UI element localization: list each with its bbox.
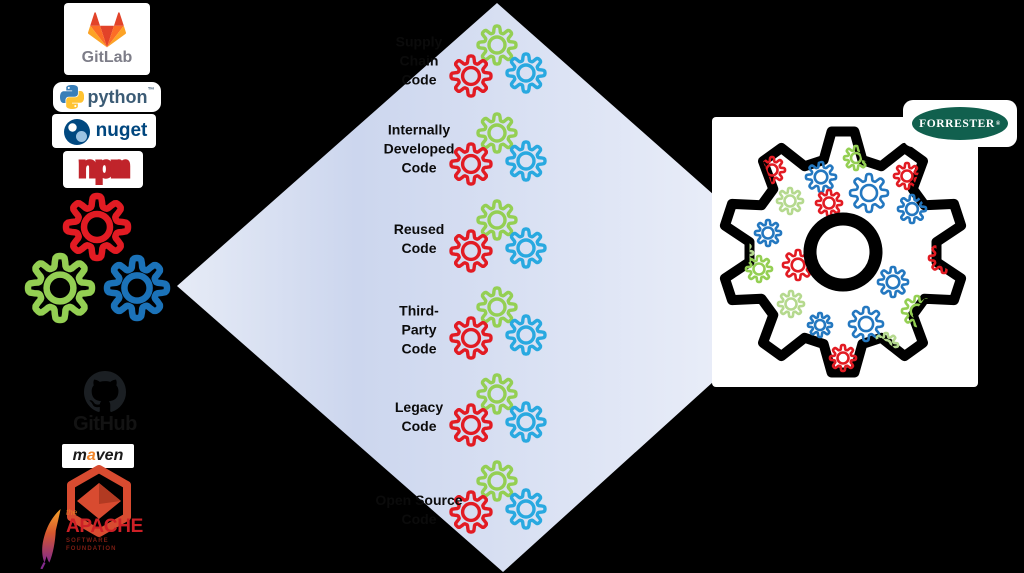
gitlab-logo: GitLab xyxy=(64,3,150,75)
nuget-wordmark: nuget xyxy=(95,120,148,141)
gear-icon xyxy=(505,314,547,356)
gear-icon xyxy=(476,112,518,154)
nuget-icon xyxy=(62,118,90,145)
gear-icon xyxy=(449,490,493,534)
gear-icon xyxy=(876,265,910,299)
gear-icon xyxy=(806,311,834,339)
nexus-hexagon-icon xyxy=(67,465,131,537)
gear-icon xyxy=(775,186,805,216)
apache-subtitle: SOFTWARE FOUNDATION xyxy=(65,538,117,552)
gear-icon xyxy=(776,289,806,319)
nuget-logo: nuget xyxy=(52,114,156,148)
gear-icon xyxy=(505,401,547,443)
gear-icon xyxy=(24,252,96,324)
gear-icon xyxy=(781,248,815,282)
maven-wordmark: maven xyxy=(72,447,124,464)
gear-icon xyxy=(505,140,547,182)
gear-icon xyxy=(62,192,132,262)
gear-icon xyxy=(476,286,518,328)
github-logo: GitHub xyxy=(55,368,155,438)
gear-icon xyxy=(814,188,844,218)
gear-icon xyxy=(828,343,858,373)
left-gear-cluster xyxy=(24,192,171,324)
npm-wordmark: npm xyxy=(77,152,132,187)
gear-icon xyxy=(449,403,493,447)
forrester-ellipse: FORRESTER® xyxy=(912,107,1008,140)
gear-icon xyxy=(892,161,922,191)
apache-feather-icon xyxy=(40,509,61,569)
gear-icon xyxy=(848,172,890,214)
gear-icon xyxy=(847,305,885,343)
gear-icon xyxy=(505,488,547,530)
gitlab-wordmark: GitLab xyxy=(81,49,133,66)
gear-icon xyxy=(744,254,774,284)
gear-icon xyxy=(476,460,518,502)
python-icon xyxy=(59,85,84,109)
gear-icon xyxy=(449,142,493,186)
github-octocat-icon xyxy=(84,370,126,412)
big-gear-hub xyxy=(803,212,883,292)
gear-icon xyxy=(896,193,928,225)
python-logo: python™ xyxy=(53,82,161,112)
gear-icon xyxy=(449,316,493,360)
apache-wordmark: the APACHE SOFTWARE FOUNDATION xyxy=(66,509,162,553)
apache-the: the xyxy=(65,508,78,517)
gear-icon xyxy=(476,373,518,415)
gear-icon xyxy=(103,254,171,322)
code-type-gear-trios xyxy=(449,24,547,534)
maven-logo: maven xyxy=(62,444,134,468)
gear-icon xyxy=(505,227,547,269)
gear-icon xyxy=(449,229,493,273)
python-wordmark: python™ xyxy=(87,86,155,107)
forrester-gear-card xyxy=(712,117,978,387)
apache-name: APACHE xyxy=(65,516,143,537)
nexus-logo xyxy=(62,464,136,538)
gitlab-tanuki-icon xyxy=(87,12,127,48)
npm-logo: npm xyxy=(63,151,143,188)
forrester-logo: FORRESTER® xyxy=(903,100,1017,147)
gear-icon xyxy=(753,218,783,248)
github-wordmark: GitHub xyxy=(73,412,137,435)
forrester-wordmark: FORRESTER xyxy=(919,117,995,130)
gear-icon xyxy=(804,160,838,194)
gear-icon xyxy=(476,24,518,66)
apache-logo: the APACHE SOFTWARE FOUNDATION xyxy=(38,509,162,571)
gear-icon xyxy=(505,52,547,94)
gear-icon xyxy=(476,199,518,241)
gear-icon xyxy=(449,54,493,98)
